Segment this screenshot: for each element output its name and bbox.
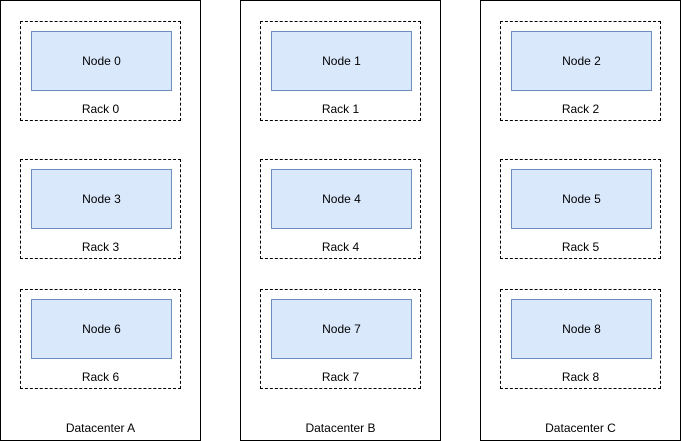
rack-2-label: Rack 2 [561, 102, 600, 116]
rack-4-box: Node 4 Rack 4 [260, 159, 421, 259]
node-1-box: Node 1 [271, 31, 412, 91]
node-8-box: Node 8 [511, 299, 652, 359]
datacenter-c-label: Datacenter C [545, 421, 616, 435]
node-5-box: Node 5 [511, 169, 652, 229]
datacenter-c-box: Node 2 Rack 2 Node 5 Rack 5 Node 8 Rack … [480, 0, 681, 441]
node-0-box: Node 0 [31, 31, 172, 91]
node-0-label: Node 0 [82, 54, 121, 68]
node-4-label: Node 4 [322, 192, 361, 206]
node-4-box: Node 4 [271, 169, 412, 229]
node-2-box: Node 2 [511, 31, 652, 91]
datacenter-a-label: Datacenter A [65, 421, 136, 435]
rack-7-box: Node 7 Rack 7 [260, 289, 421, 389]
rack-3-label: Rack 3 [81, 240, 120, 254]
rack-5-label: Rack 5 [561, 240, 600, 254]
rack-5-box: Node 5 Rack 5 [500, 159, 661, 259]
rack-0-box: Node 0 Rack 0 [20, 21, 181, 121]
rack-6-label: Rack 6 [81, 370, 120, 384]
node-1-label: Node 1 [322, 54, 361, 68]
node-3-box: Node 3 [31, 169, 172, 229]
node-3-label: Node 3 [82, 192, 121, 206]
node-5-label: Node 5 [562, 192, 601, 206]
rack-7-label: Rack 7 [321, 370, 360, 384]
rack-4-label: Rack 4 [321, 240, 360, 254]
node-6-box: Node 6 [31, 299, 172, 359]
node-7-label: Node 7 [322, 322, 361, 336]
datacenter-b-label: Datacenter B [305, 421, 376, 435]
datacenter-b-box: Node 1 Rack 1 Node 4 Rack 4 Node 7 Rack … [240, 0, 441, 441]
node-8-label: Node 8 [562, 322, 601, 336]
rack-1-box: Node 1 Rack 1 [260, 21, 421, 121]
rack-8-box: Node 8 Rack 8 [500, 289, 661, 389]
rack-6-box: Node 6 Rack 6 [20, 289, 181, 389]
rack-8-label: Rack 8 [561, 370, 600, 384]
rack-3-box: Node 3 Rack 3 [20, 159, 181, 259]
rack-0-label: Rack 0 [81, 102, 120, 116]
rack-2-box: Node 2 Rack 2 [500, 21, 661, 121]
node-2-label: Node 2 [562, 54, 601, 68]
datacenter-a-box: Node 0 Rack 0 Node 3 Rack 3 Node 6 Rack … [0, 0, 201, 441]
node-7-box: Node 7 [271, 299, 412, 359]
node-6-label: Node 6 [82, 322, 121, 336]
rack-1-label: Rack 1 [321, 102, 360, 116]
